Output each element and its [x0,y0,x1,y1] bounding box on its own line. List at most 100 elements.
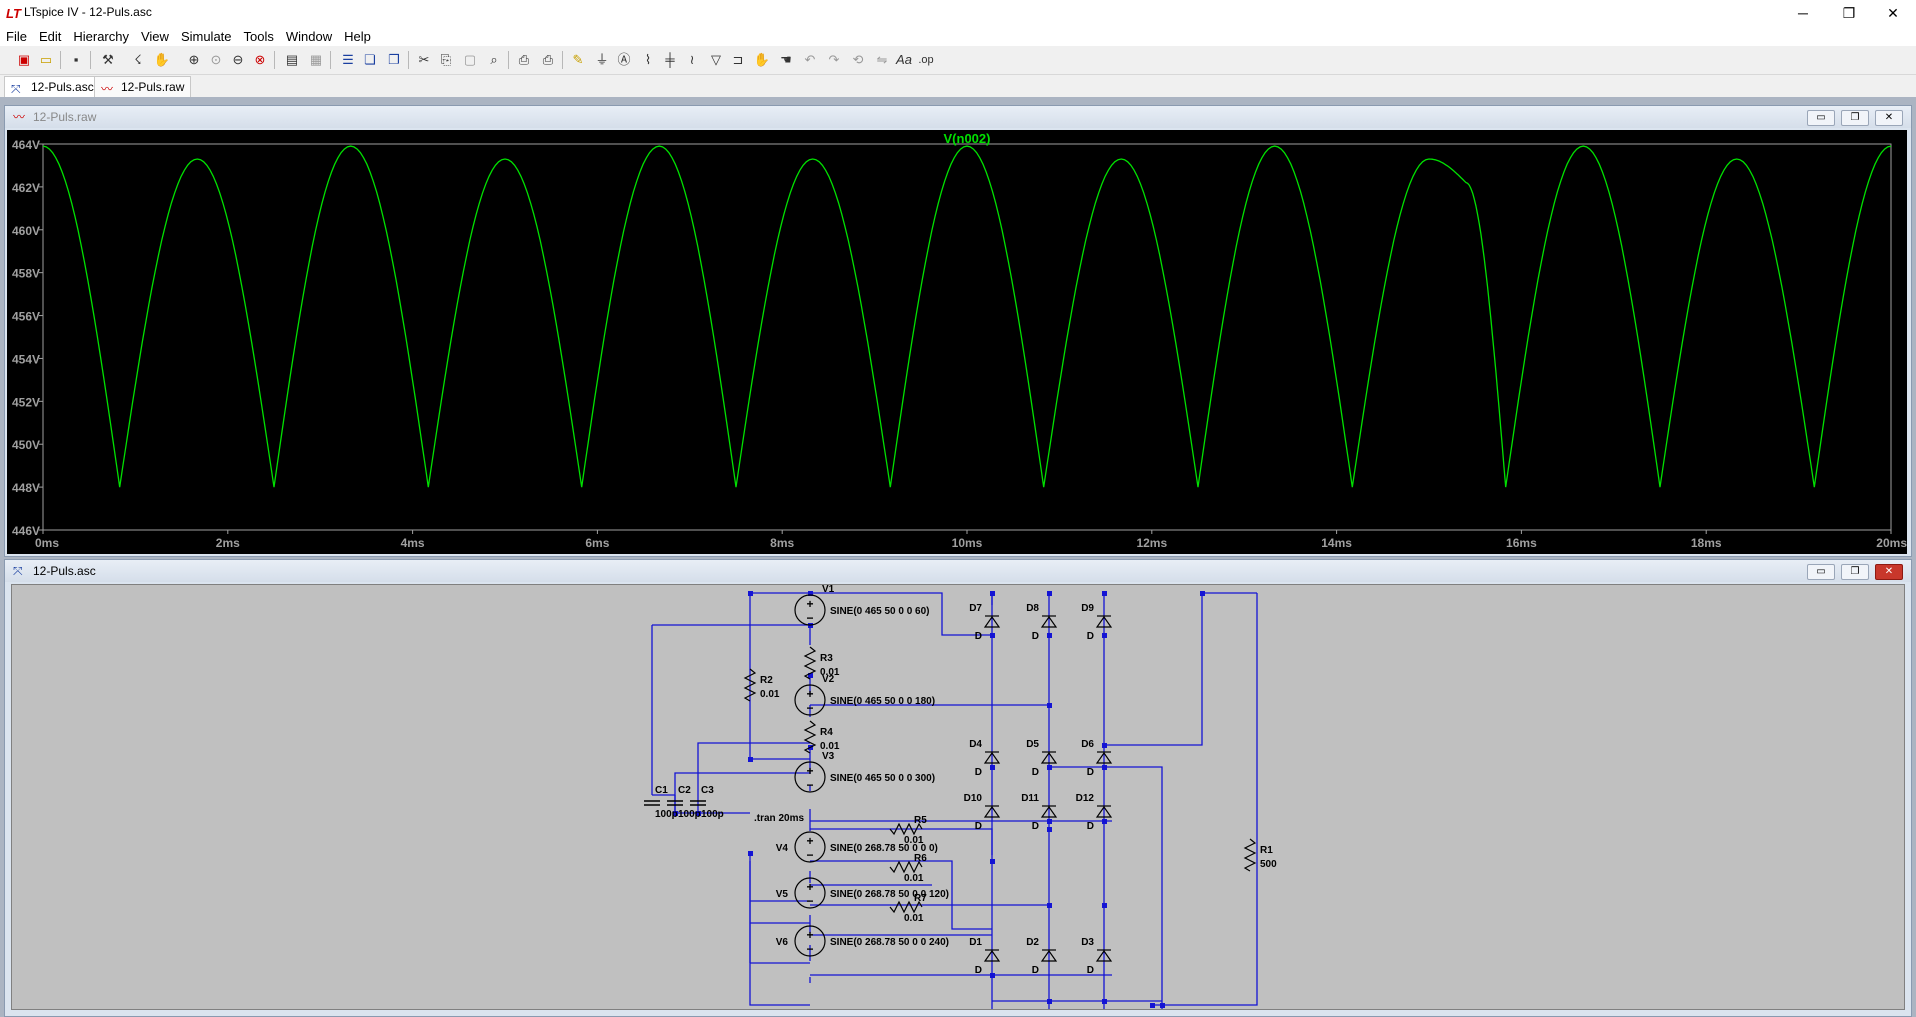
tab-waveform[interactable]: 〰 12-Puls.raw [94,76,192,97]
paste-icon[interactable]: ▢ [463,52,477,67]
zoom-pan-icon[interactable]: ⊙ [210,52,222,67]
menu-tools[interactable]: Tools [243,29,274,44]
diode-name-label: D3 [1081,937,1094,948]
schematic-junctions [673,591,1205,1008]
ground-icon[interactable]: ⏚ [595,52,609,67]
diode-name-label: D9 [1081,603,1094,614]
new-schematic-icon[interactable]: ▣ [17,52,31,67]
capacitor-value-label: 100p [655,809,678,820]
cascade-icon[interactable]: ❐ [388,52,400,67]
save-icon[interactable]: ▪ [73,52,79,67]
minimize-button[interactable]: ─ [1798,5,1808,21]
menu-window[interactable]: Window [285,29,333,44]
resistor-r7 [889,900,923,914]
zoom-fit-icon[interactable]: ⊗ [254,52,266,67]
tab-schematic[interactable]: ⤧ 12-Puls.asc [4,76,101,97]
menu-help[interactable]: Help [344,29,371,44]
source-value-label: SINE(0 465 50 0 0 180) [830,696,935,707]
diode-d2 [1040,949,1058,962]
inductor-icon[interactable]: ≀ [689,52,695,67]
wire-icon[interactable]: ✎ [572,52,584,67]
waveform-minimize-button[interactable]: ▭ [1807,110,1835,126]
copy-icon[interactable]: ⎘ [440,52,452,67]
waveform-window-titlebar[interactable]: 〰 12-Puls.raw ▭ ❐ ✕ [5,106,1911,128]
undo-icon[interactable]: ↶ [804,52,816,67]
wire-junction-dot [673,811,678,816]
toolbar-separator [274,51,275,69]
menu-edit[interactable]: Edit [38,29,62,44]
trace-label[interactable]: V(n002) [944,131,991,146]
diode-d8 [1040,615,1058,628]
mirror-icon[interactable]: ⇋ [876,52,888,67]
print-icon[interactable]: ⎙ [542,52,554,67]
text-icon[interactable]: Aa [896,52,912,67]
schematic-close-button[interactable]: ✕ [1875,564,1903,580]
menu-view[interactable]: View [140,29,169,44]
source-minus-sign: − [806,701,813,715]
waveform-window-title: 12-Puls.raw [33,110,97,124]
drag-icon[interactable]: ☚ [780,52,792,67]
voltage-source-v2 [794,684,826,716]
menu-simulate[interactable]: Simulate [180,29,232,44]
source-minus-sign: − [806,848,813,862]
source-plus-sign: + [806,687,813,701]
close-button[interactable]: ✕ [1887,5,1899,21]
diode-model-label: D [1087,767,1094,778]
run-icon[interactable]: ☇ [134,52,142,67]
halt-icon[interactable]: ✋ [153,52,171,67]
tile-horizontal-icon[interactable]: ☰ [342,52,354,67]
menu-file[interactable]: File [6,29,27,44]
diode-model-label: D [1087,965,1094,976]
schematic-window-titlebar[interactable]: ⤧ 12-Puls.asc ▭ ❐ ✕ [5,560,1911,582]
diode-d7 [983,615,1001,628]
waveform-restore-button[interactable]: ❐ [1841,110,1869,126]
print-preview-icon[interactable]: ⎙ [518,52,530,67]
spice-directive-icon[interactable]: .op [918,54,934,66]
waveform-close-button[interactable]: ✕ [1875,110,1903,126]
menu-hierarchy[interactable]: Hierarchy [73,29,129,44]
find-icon[interactable]: ⌕ [490,52,498,67]
y-tick-label: 464V [12,138,40,152]
resistor-value-label: 0.01 [820,667,840,678]
diode-icon[interactable]: ▽ [711,52,721,67]
diode-name-label: D4 [969,739,982,750]
diode-name-label: D11 [1021,793,1039,804]
zoom-out-icon[interactable]: ⊖ [232,52,244,67]
grid-icon[interactable]: ▦ [309,52,323,67]
x-tick-label: 10ms [952,536,983,550]
zoom-in-icon[interactable]: ⊕ [188,52,200,67]
capacitor-icon[interactable]: ╪ [665,52,675,67]
y-tick-label: 460V [12,224,40,238]
diode-d6 [1095,751,1113,764]
cut-icon[interactable]: ✂ [418,52,430,67]
schematic-restore-button[interactable]: ❐ [1841,564,1869,580]
diode-model-label: D [1087,631,1094,642]
wire-junction-dot [748,591,753,596]
wire-junction-dot [1047,819,1052,824]
schematic-window[interactable]: ⤧ 12-Puls.asc ▭ ❐ ✕ [4,559,1912,1017]
x-tick-label: 4ms [401,536,425,550]
schematic-minimize-button[interactable]: ▭ [1807,564,1835,580]
x-tick-label: 6ms [585,536,609,550]
open-folder-icon[interactable]: ▭ [39,52,53,67]
autorange-icon[interactable]: ▤ [285,52,299,67]
redo-icon[interactable]: ↷ [828,52,840,67]
spice-directive-label: .tran 20ms [754,813,804,824]
resistor-icon[interactable]: ⌇ [644,52,652,67]
label-net-icon[interactable]: Ⓐ [617,52,631,67]
wire-junction-dot [808,591,813,596]
waveform-plot[interactable]: 464V462V460V458V456V454V452V450V448V446V… [7,130,1907,554]
rotate-icon[interactable]: ⟲ [852,52,864,67]
resistor-name-label: R2 [760,675,773,686]
component-icon[interactable]: ⊐ [732,52,744,67]
diode-name-label: D6 [1081,739,1094,750]
tile-vertical-icon[interactable]: ❏ [364,52,376,67]
maximize-button[interactable]: ❐ [1842,5,1856,21]
move-icon[interactable]: ✋ [753,52,771,67]
wire-junction-dot [1047,903,1052,908]
control-panel-icon[interactable]: ⚒ [102,52,114,67]
